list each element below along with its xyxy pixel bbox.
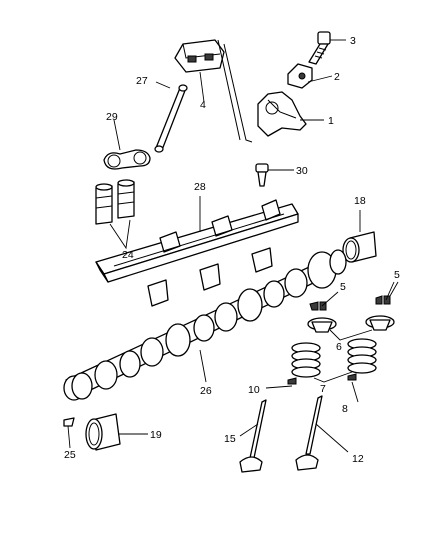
callout-8: 8 xyxy=(342,403,348,415)
part-lifters xyxy=(95,179,135,225)
part-rocker-arm xyxy=(257,91,307,137)
callout-15: 15 xyxy=(224,433,236,445)
part-valve-15 xyxy=(239,399,267,473)
part-small-bolt xyxy=(255,163,269,187)
callout-5a: 5 xyxy=(340,281,346,293)
part-key xyxy=(63,417,75,427)
callout-12: 12 xyxy=(352,453,364,465)
callout-28: 28 xyxy=(194,181,206,193)
callout-labels: 1 2 3 4 5 5 6 7 8 10 12 15 18 19 24 25 2… xyxy=(64,35,400,465)
part-valve-seals xyxy=(287,373,357,385)
callout-24: 24 xyxy=(122,249,134,261)
callout-19: 19 xyxy=(150,429,162,441)
part-yoke-retainer xyxy=(95,199,299,307)
callout-26: 26 xyxy=(200,385,212,397)
part-push-rod xyxy=(154,84,188,153)
callout-25: 25 xyxy=(64,449,76,461)
callout-10: 10 xyxy=(248,384,260,396)
part-valve-retainers xyxy=(307,315,395,333)
callout-2: 2 xyxy=(334,71,340,83)
callout-18: 18 xyxy=(354,195,366,207)
callout-1: 1 xyxy=(328,115,334,127)
part-valve-keepers xyxy=(309,295,391,311)
part-rocker-bracket xyxy=(174,39,253,143)
leader-lines xyxy=(67,39,399,453)
callout-6: 6 xyxy=(336,341,342,353)
part-camshaft xyxy=(63,249,347,401)
part-cam-bearing-18 xyxy=(342,231,377,263)
part-valve-12 xyxy=(295,395,323,471)
callout-5b: 5 xyxy=(394,269,400,281)
part-valve-springs xyxy=(291,338,377,378)
part-lifter-guide xyxy=(103,149,151,170)
callout-30: 30 xyxy=(296,165,308,177)
callout-7: 7 xyxy=(320,383,326,395)
callout-4: 4 xyxy=(200,99,206,111)
callout-3: 3 xyxy=(350,35,356,47)
part-cam-bearing-19 xyxy=(85,413,121,451)
callout-29: 29 xyxy=(106,111,118,123)
part-bolt xyxy=(308,31,331,65)
part-pivot xyxy=(287,63,313,89)
callout-27: 27 xyxy=(136,75,148,87)
